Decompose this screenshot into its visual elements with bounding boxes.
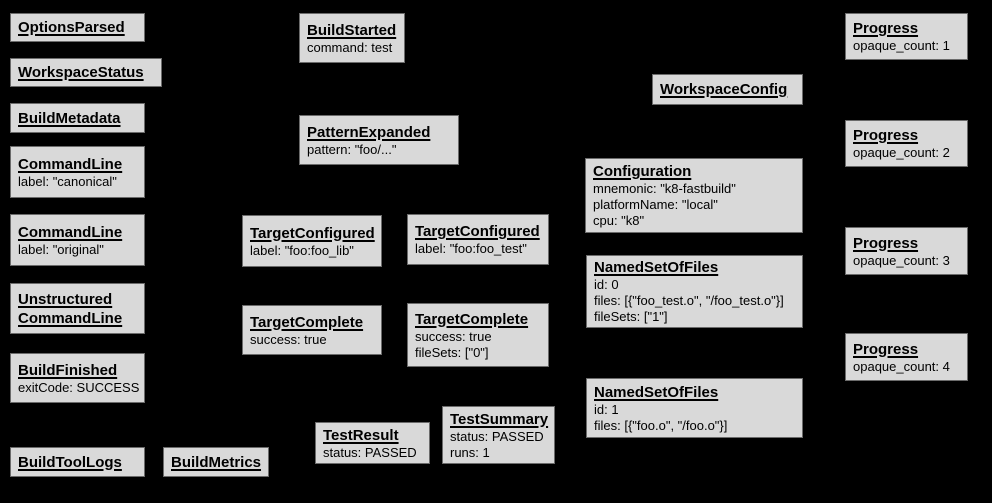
node-title: BuildToolLogs (18, 453, 122, 471)
node-unstructured-command-line: Unstructured CommandLine (10, 283, 145, 334)
node-title: PatternExpanded (307, 123, 431, 141)
node-title: Configuration (593, 163, 692, 180)
node-title: BuildFinished (18, 361, 118, 379)
node-title: TargetComplete (415, 310, 529, 328)
node-field: label: "canonical" (18, 173, 117, 189)
node-field: command: test (307, 39, 393, 55)
node-title: Progress (853, 340, 919, 358)
node-title: TestSummary (450, 410, 549, 428)
node-field: files: [{"foo_test.o", "/foo_test.o"}] (594, 293, 784, 308)
node-field: status: PASSED (450, 428, 544, 444)
node-title: CommandLine (18, 223, 123, 241)
node-field: platformName: "local" (593, 197, 718, 212)
node-field: exitCode: SUCCESS (18, 379, 140, 395)
node-title: BuildStarted (307, 21, 397, 39)
node-build-metadata: BuildMetadata (10, 103, 145, 133)
node-title: NamedSetOfFiles (594, 383, 719, 401)
node-workspace-config: WorkspaceConfig (652, 74, 803, 105)
node-workspace-status: WorkspaceStatus (10, 58, 162, 87)
node-title: TestResult (323, 426, 399, 444)
node-field: opaque_count: 2 (853, 145, 950, 160)
node-title: NamedSetOfFiles (594, 259, 719, 276)
node-options-parsed: OptionsParsed (10, 13, 145, 42)
node-field: status: PASSED (323, 444, 417, 460)
node-field: cpu: "k8" (593, 213, 645, 228)
node-field: success: true (250, 331, 327, 347)
node-title: TargetConfigured (415, 223, 540, 240)
node-field: label: "original" (18, 241, 104, 257)
node-field: pattern: "foo/..." (307, 141, 397, 157)
node-title: TargetConfigured (250, 224, 375, 242)
node-title: BuildMetrics (171, 453, 262, 471)
node-title: Unstructured CommandLine (18, 290, 123, 327)
node-field: opaque_count: 3 (853, 252, 950, 268)
node-title: TargetComplete (250, 313, 364, 331)
node-field: files: [{"foo.o", "/foo.o"}] (594, 417, 728, 433)
node-title: BuildMetadata (18, 109, 121, 127)
node-title: WorkspaceConfig (660, 81, 788, 98)
node-field: opaque_count: 4 (853, 358, 950, 374)
node-title: CommandLine (18, 155, 123, 173)
node-title: WorkspaceStatus (18, 64, 144, 81)
node-field: label: "foo:foo_test" (415, 241, 527, 256)
node-title: Progress (853, 20, 919, 37)
node-field: opaque_count: 1 (853, 38, 950, 53)
node-title: OptionsParsed (18, 19, 125, 36)
node-build-metrics: BuildMetrics (163, 447, 269, 477)
node-field: fileSets: ["1"] (594, 309, 668, 324)
node-field: runs: 1 (450, 444, 490, 460)
node-field: label: "foo:foo_lib" (250, 242, 354, 258)
node-field: fileSets: ["0"] (415, 344, 489, 360)
node-title: Progress (853, 234, 919, 252)
node-build-tool-logs: BuildToolLogs (10, 447, 145, 477)
node-field: mnemonic: "k8-fastbuild" (593, 181, 736, 196)
node-field: id: 1 (594, 401, 619, 417)
node-field: id: 0 (594, 277, 619, 292)
node-field: success: true (415, 328, 492, 344)
node-title: Progress (853, 127, 919, 144)
